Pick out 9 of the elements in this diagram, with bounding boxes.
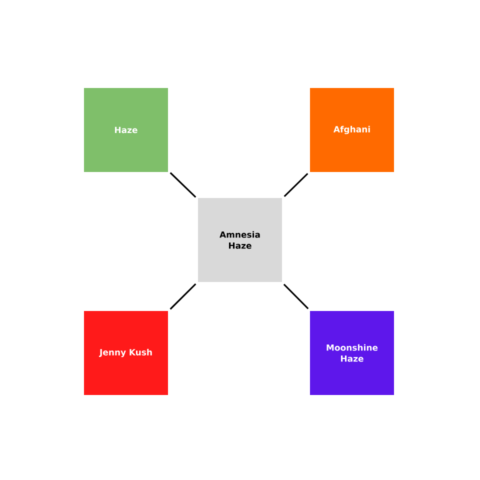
connector-line <box>170 283 196 310</box>
connector-line <box>170 172 196 198</box>
strain-box: Jenny Kush <box>84 311 168 395</box>
connector-line <box>284 172 308 198</box>
strain-box: Afghani <box>310 88 394 172</box>
strain-box: Haze <box>84 88 168 172</box>
strain-box: Moonshine Haze <box>310 311 394 395</box>
connector-line <box>283 284 309 310</box>
strain-box: Amnesia Haze <box>198 198 282 282</box>
